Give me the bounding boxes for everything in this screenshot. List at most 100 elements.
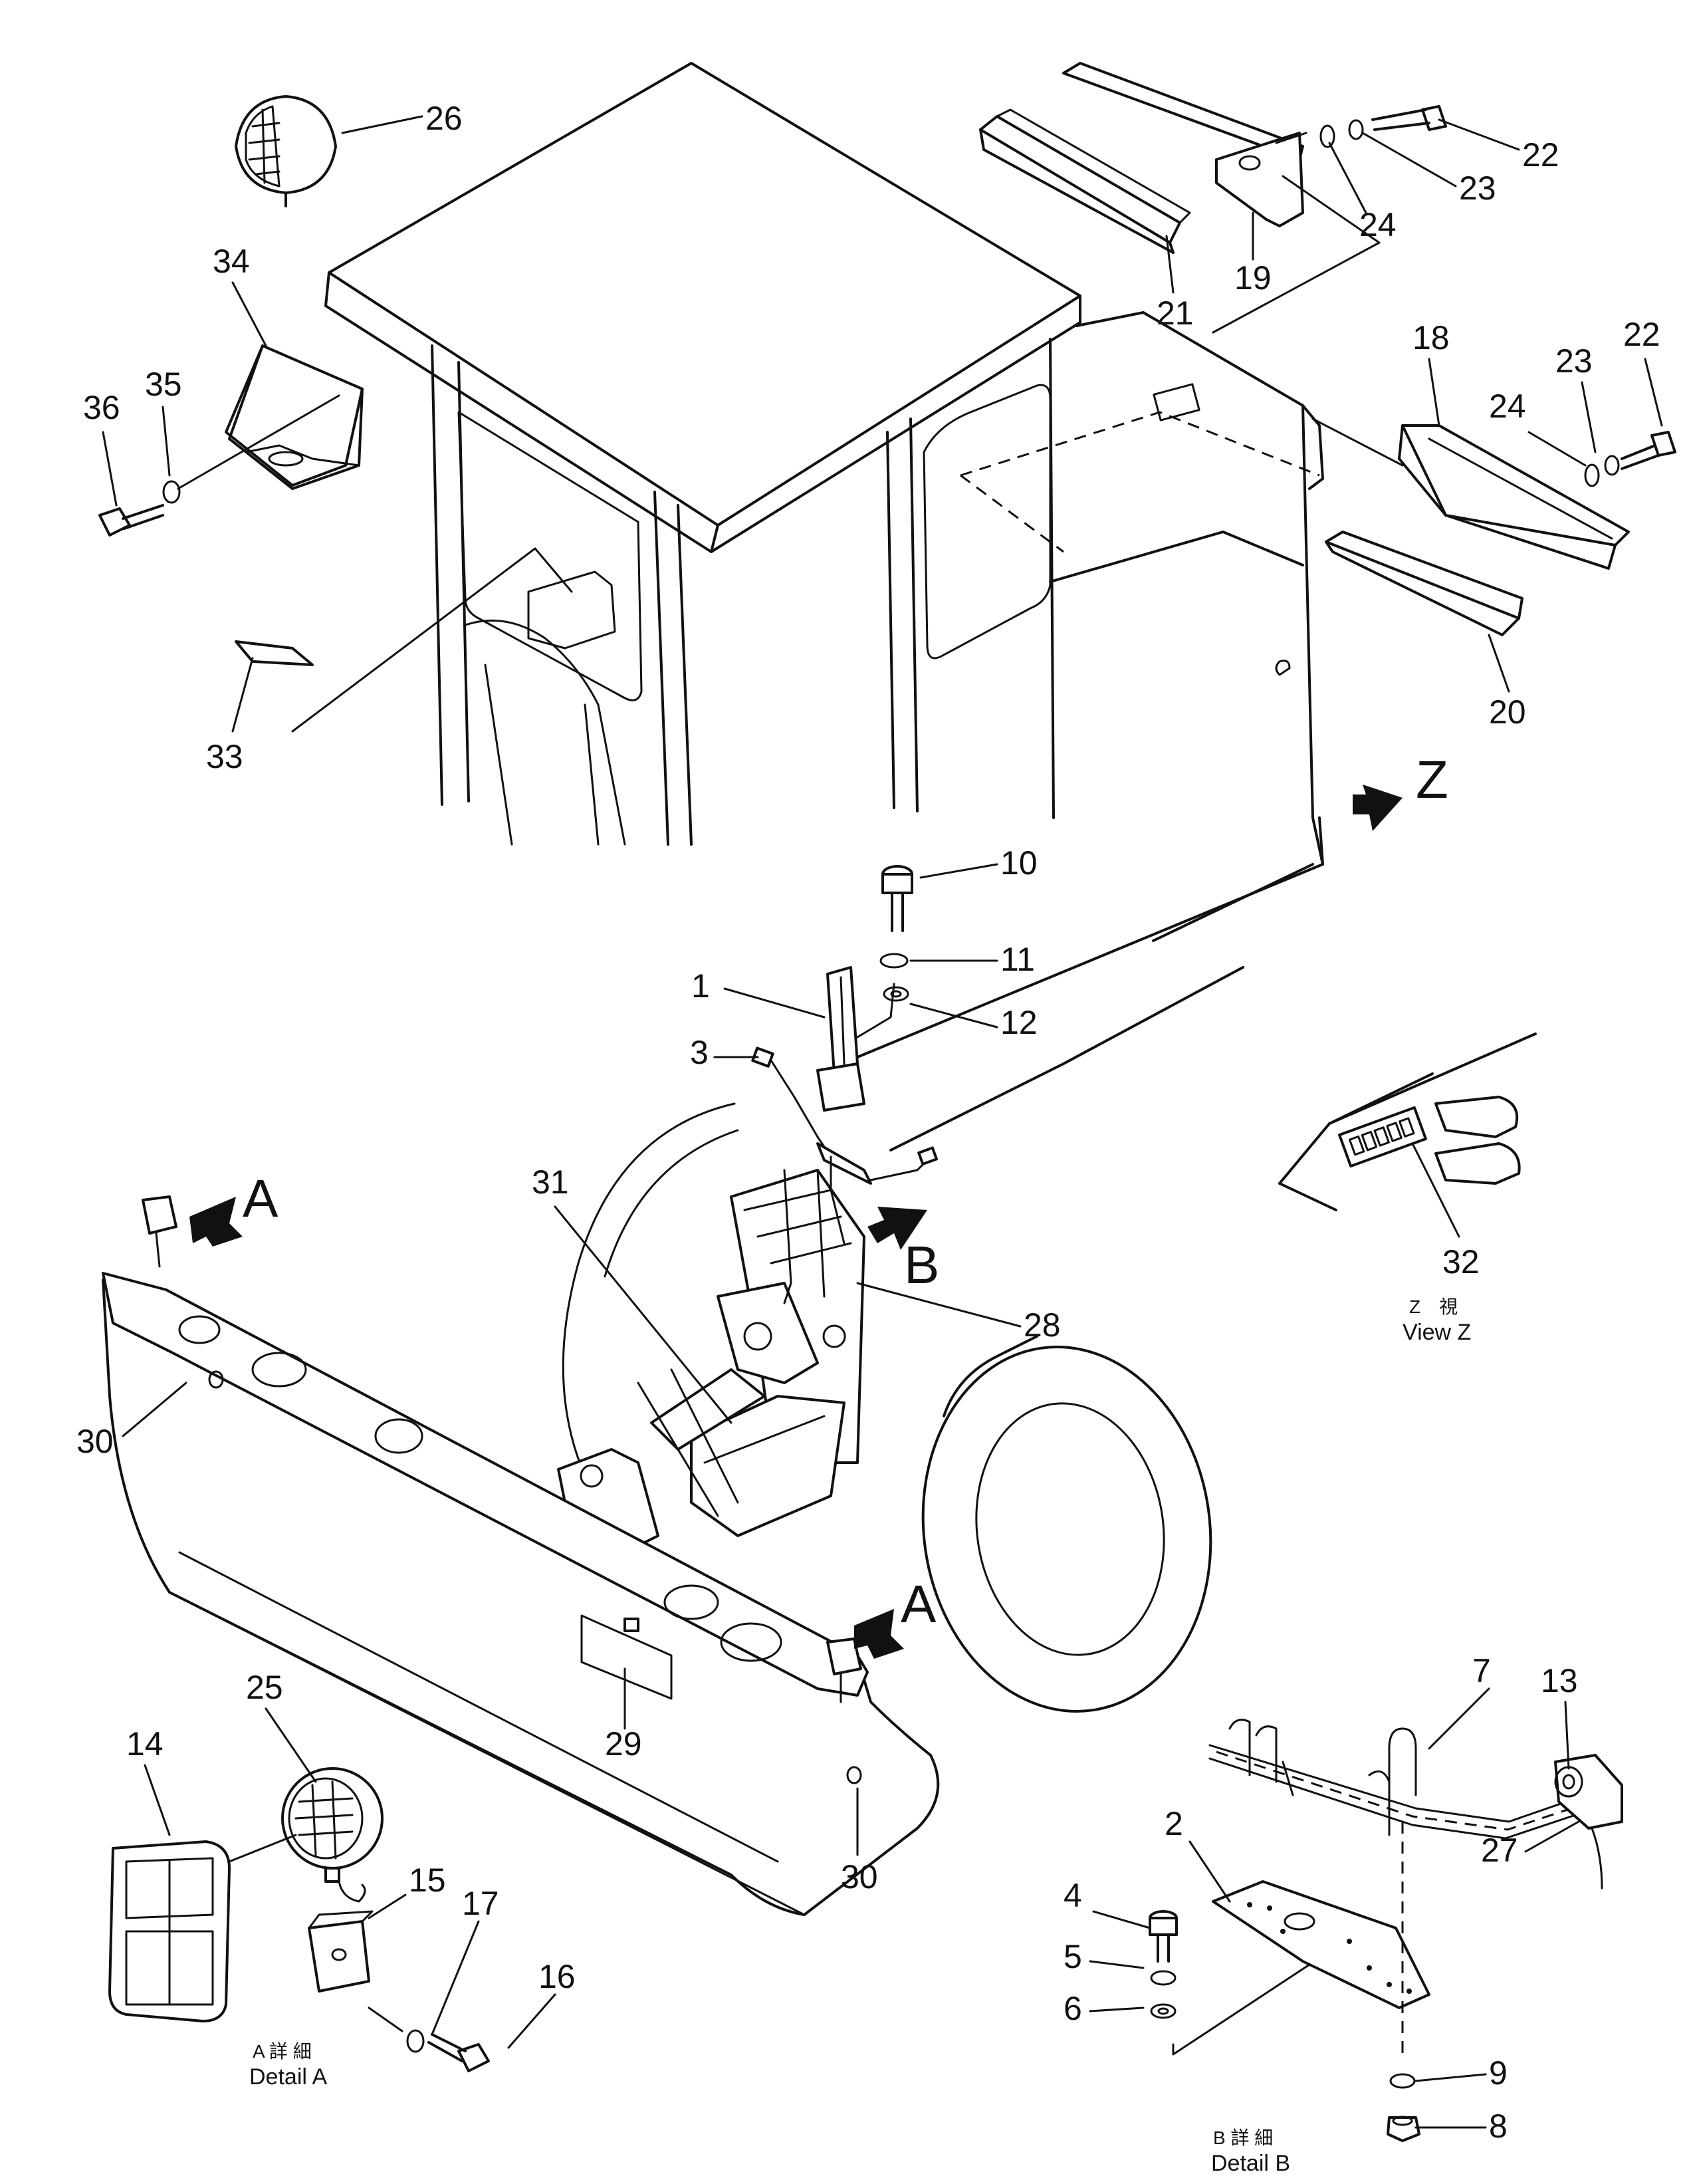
callout-number: 15 [409, 1862, 446, 1899]
leader-21-body [1212, 175, 1381, 334]
callout-number: 18 [1412, 319, 1450, 356]
blade-lamp-left [142, 1195, 177, 1235]
washer-11 [879, 953, 909, 969]
callout-7: 7 [1428, 1652, 1491, 1750]
callout-labels: 1234567891011121314151617181920212222232… [76, 100, 1663, 2145]
callout-12: 12 [909, 1003, 1038, 1041]
callout-leader [122, 1382, 187, 1437]
callout-32: 32 [1411, 1142, 1480, 1280]
callout-number: 36 [83, 389, 120, 426]
view-letter-a: A [243, 1169, 279, 1228]
callout-number: 21 [1157, 295, 1194, 332]
callout-24: 24 [1489, 388, 1587, 467]
leader-19 [1275, 132, 1307, 144]
callout-number: 30 [841, 1858, 878, 1895]
callout-27: 27 [1481, 1820, 1580, 1869]
bolt-22-right [1621, 431, 1676, 470]
callout-number: 5 [1064, 1938, 1082, 1975]
callout-leader [909, 1003, 998, 1029]
callout-5: 5 [1064, 1938, 1145, 1975]
washer-12-inner [890, 990, 902, 998]
nut-8 [1387, 2116, 1420, 2142]
bracket-20 [1325, 531, 1523, 636]
washer-6-inner [1157, 2007, 1169, 2015]
callout-number: 23 [1459, 170, 1496, 207]
callout-number: 12 [1000, 1004, 1038, 1041]
washer-24-top [1319, 124, 1335, 148]
callout-leader [1527, 431, 1587, 467]
leader-18 [1311, 418, 1404, 467]
blade-lamp-right [826, 1638, 862, 1675]
callout-24: 24 [1328, 142, 1397, 243]
callout-leader [1328, 142, 1367, 214]
plate-29 [580, 1614, 673, 1700]
callout-leader [1092, 1910, 1151, 1929]
callout-leader [1089, 2006, 1145, 2012]
callout-leader [265, 1707, 317, 1783]
washer-35 [162, 480, 181, 504]
leader-14-25 [228, 1834, 297, 1863]
callout-number: 24 [1489, 388, 1526, 425]
detail-a-caption-jp: A 詳 細 [253, 2041, 312, 2062]
callout-1: 1 [691, 967, 826, 1019]
callout-35: 35 [145, 366, 182, 477]
bracket-21 [979, 108, 1191, 254]
washer-23-right [1604, 455, 1620, 476]
callout-22: 22 [1623, 316, 1663, 427]
bolt-22-top [1371, 105, 1447, 131]
leader-plate-2 [1172, 1963, 1311, 2056]
callout-number: 6 [1064, 1990, 1082, 2027]
callout-number: 31 [532, 1163, 569, 1201]
callout-19: 19 [1234, 211, 1272, 297]
work-lamp-26 [235, 95, 337, 207]
callout-number: 22 [1623, 316, 1660, 353]
callout-number: 4 [1064, 1877, 1082, 1914]
bracket-19 [1062, 62, 1304, 227]
front-wheel-left-inner [604, 1129, 739, 1278]
harness-3 [751, 1046, 939, 1198]
callout-34: 34 [213, 243, 267, 347]
callout-number: 13 [1541, 1662, 1578, 1699]
callout-leader [856, 1282, 1022, 1328]
callout-number: 22 [1522, 136, 1559, 174]
view-z-detail [1278, 1032, 1537, 1211]
callout-number: 1 [691, 967, 710, 1005]
view-z-caption: View Z [1403, 1320, 1471, 1345]
washer-24-right [1584, 463, 1600, 487]
detail-b-caption-jp: B 詳 細 [1213, 2127, 1273, 2148]
callout-number: 2 [1165, 1805, 1183, 1842]
callout-number: 11 [1000, 941, 1035, 978]
callout-leader [1428, 358, 1440, 427]
callout-leader [231, 281, 267, 347]
callout-13: 13 [1541, 1662, 1578, 1770]
bolt-36 [98, 504, 164, 537]
view-a-arrow-left [189, 1197, 243, 1247]
callout-number: 14 [126, 1725, 164, 1762]
callout-23: 23 [1555, 342, 1597, 453]
callout-15: 15 [368, 1862, 446, 1919]
leader-15-bolt [368, 2006, 403, 2032]
detail-b-caption: Detail B [1211, 2151, 1290, 2176]
callout-leader [431, 1920, 480, 2036]
callout-leader [231, 657, 254, 733]
bracket-18 [1398, 424, 1630, 570]
callout-21: 21 [1157, 235, 1194, 332]
callout-leader [1488, 634, 1510, 693]
callout-9: 9 [1414, 2054, 1508, 2092]
callout-17: 17 [431, 1885, 499, 2036]
callout-leader [919, 863, 998, 879]
ubolt-7 [1388, 1727, 1417, 1796]
callout-number: 9 [1489, 2054, 1508, 2092]
callout-number: 23 [1555, 342, 1593, 380]
callout-leader [1089, 1960, 1145, 1969]
callout-leader [1361, 132, 1457, 187]
callout-number: 24 [1359, 206, 1397, 243]
callout-22: 22 [1438, 118, 1559, 174]
callout-20: 20 [1488, 634, 1526, 731]
callout-28: 28 [856, 1282, 1061, 1344]
callout-number: 17 [462, 1885, 499, 1922]
callout-leader [1438, 118, 1520, 151]
callout-3: 3 [690, 1034, 759, 1071]
callout-number: 3 [690, 1034, 709, 1071]
